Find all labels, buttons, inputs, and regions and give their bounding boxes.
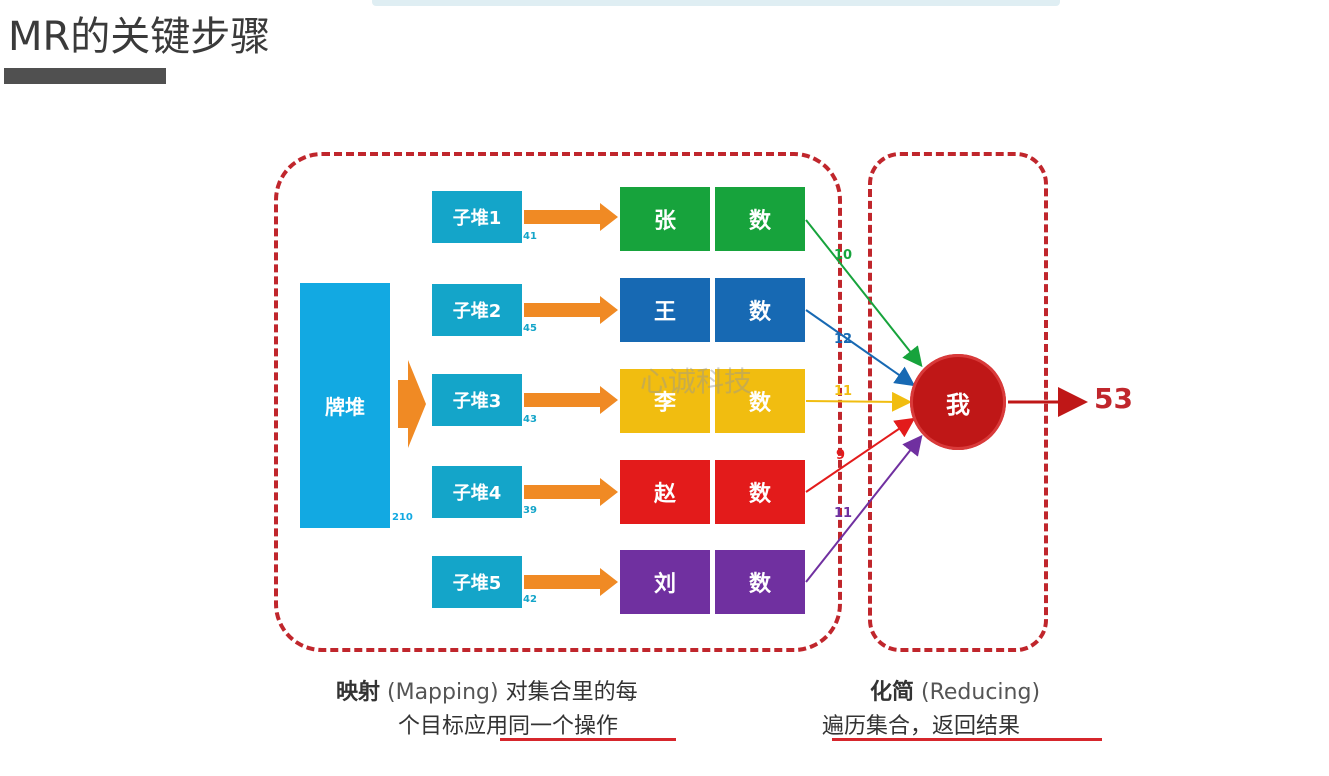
sub-pile-1-count: 41 [523,231,537,242]
sub-pile-2: 子堆2 [432,284,522,336]
edge-line-2 [805,309,916,387]
dispatch-arrow-3 [524,386,618,414]
card-pile-count: 210 [392,512,413,523]
action-cell-1: 数 [715,187,805,251]
card-pile: 牌堆 [300,283,390,528]
reducer-node: 我 [910,354,1006,450]
reducing-english: (Reducing) [921,680,1041,705]
mapping-underline [500,738,676,741]
dispatch-arrow-1 [524,203,618,231]
mapping-english: (Mapping) [387,680,499,705]
edge-label-2: 12 [834,332,853,347]
reducing-caption-line2: 遍历集合，返回结果 [822,714,1021,739]
mapping-caption-line2: 个目标应用同一个操作 [398,714,619,739]
dispatch-arrows [524,203,618,596]
result-value: 53 [1094,382,1133,415]
person-cell-5: 刘 [620,550,710,614]
mapping-caption-line1: 映射 (Mapping) 对集合里的每 [336,674,638,706]
person-cell-3: 李 [620,369,710,433]
mapping-desc-start: 对集合里的每 [505,680,638,705]
reducing-caption-line1: 化简 (Reducing) [870,674,1040,706]
edge-line-3 [805,391,912,412]
sub-pile-2-count: 45 [523,323,537,334]
edge-label-3: 11 [834,384,853,399]
action-cell-4: 数 [715,460,805,524]
edge-line-1 [805,219,923,368]
person-cell-2: 王 [620,278,710,342]
sub-pile-3-count: 43 [523,414,537,425]
edge-line-4 [805,417,916,493]
pile-split-arrow [398,360,426,448]
watermark: 心诚科技 [640,365,753,398]
sub-pile-4-count: 39 [523,505,537,516]
dispatch-arrow-5 [524,568,618,596]
mapping-title: 映射 [336,680,381,705]
sub-pile-3: 子堆3 [432,374,522,426]
action-cell-5: 数 [715,550,805,614]
sub-pile-5-count: 42 [523,594,537,605]
top-decoration-strip [372,0,1060,6]
person-cell-1: 张 [620,187,710,251]
page-title: MR的关键步骤 [8,14,271,60]
edge-label-4: 9 [836,448,846,463]
edge-line-5 [805,434,923,583]
reducing-underline [832,738,1102,741]
reducing-title: 化简 [870,680,915,705]
dispatch-arrow-2 [524,296,618,324]
edge-label-5: 11 [834,506,853,521]
dispatch-arrow-4 [524,478,618,506]
person-cell-4: 赵 [620,460,710,524]
sub-pile-4: 子堆4 [432,466,522,518]
action-cell-2: 数 [715,278,805,342]
title-underline-bar [4,68,166,84]
action-cell-3: 数 [715,369,805,433]
sub-pile-5: 子堆5 [432,556,522,608]
edge-label-1: 10 [834,248,853,263]
sub-pile-1: 子堆1 [432,191,522,243]
